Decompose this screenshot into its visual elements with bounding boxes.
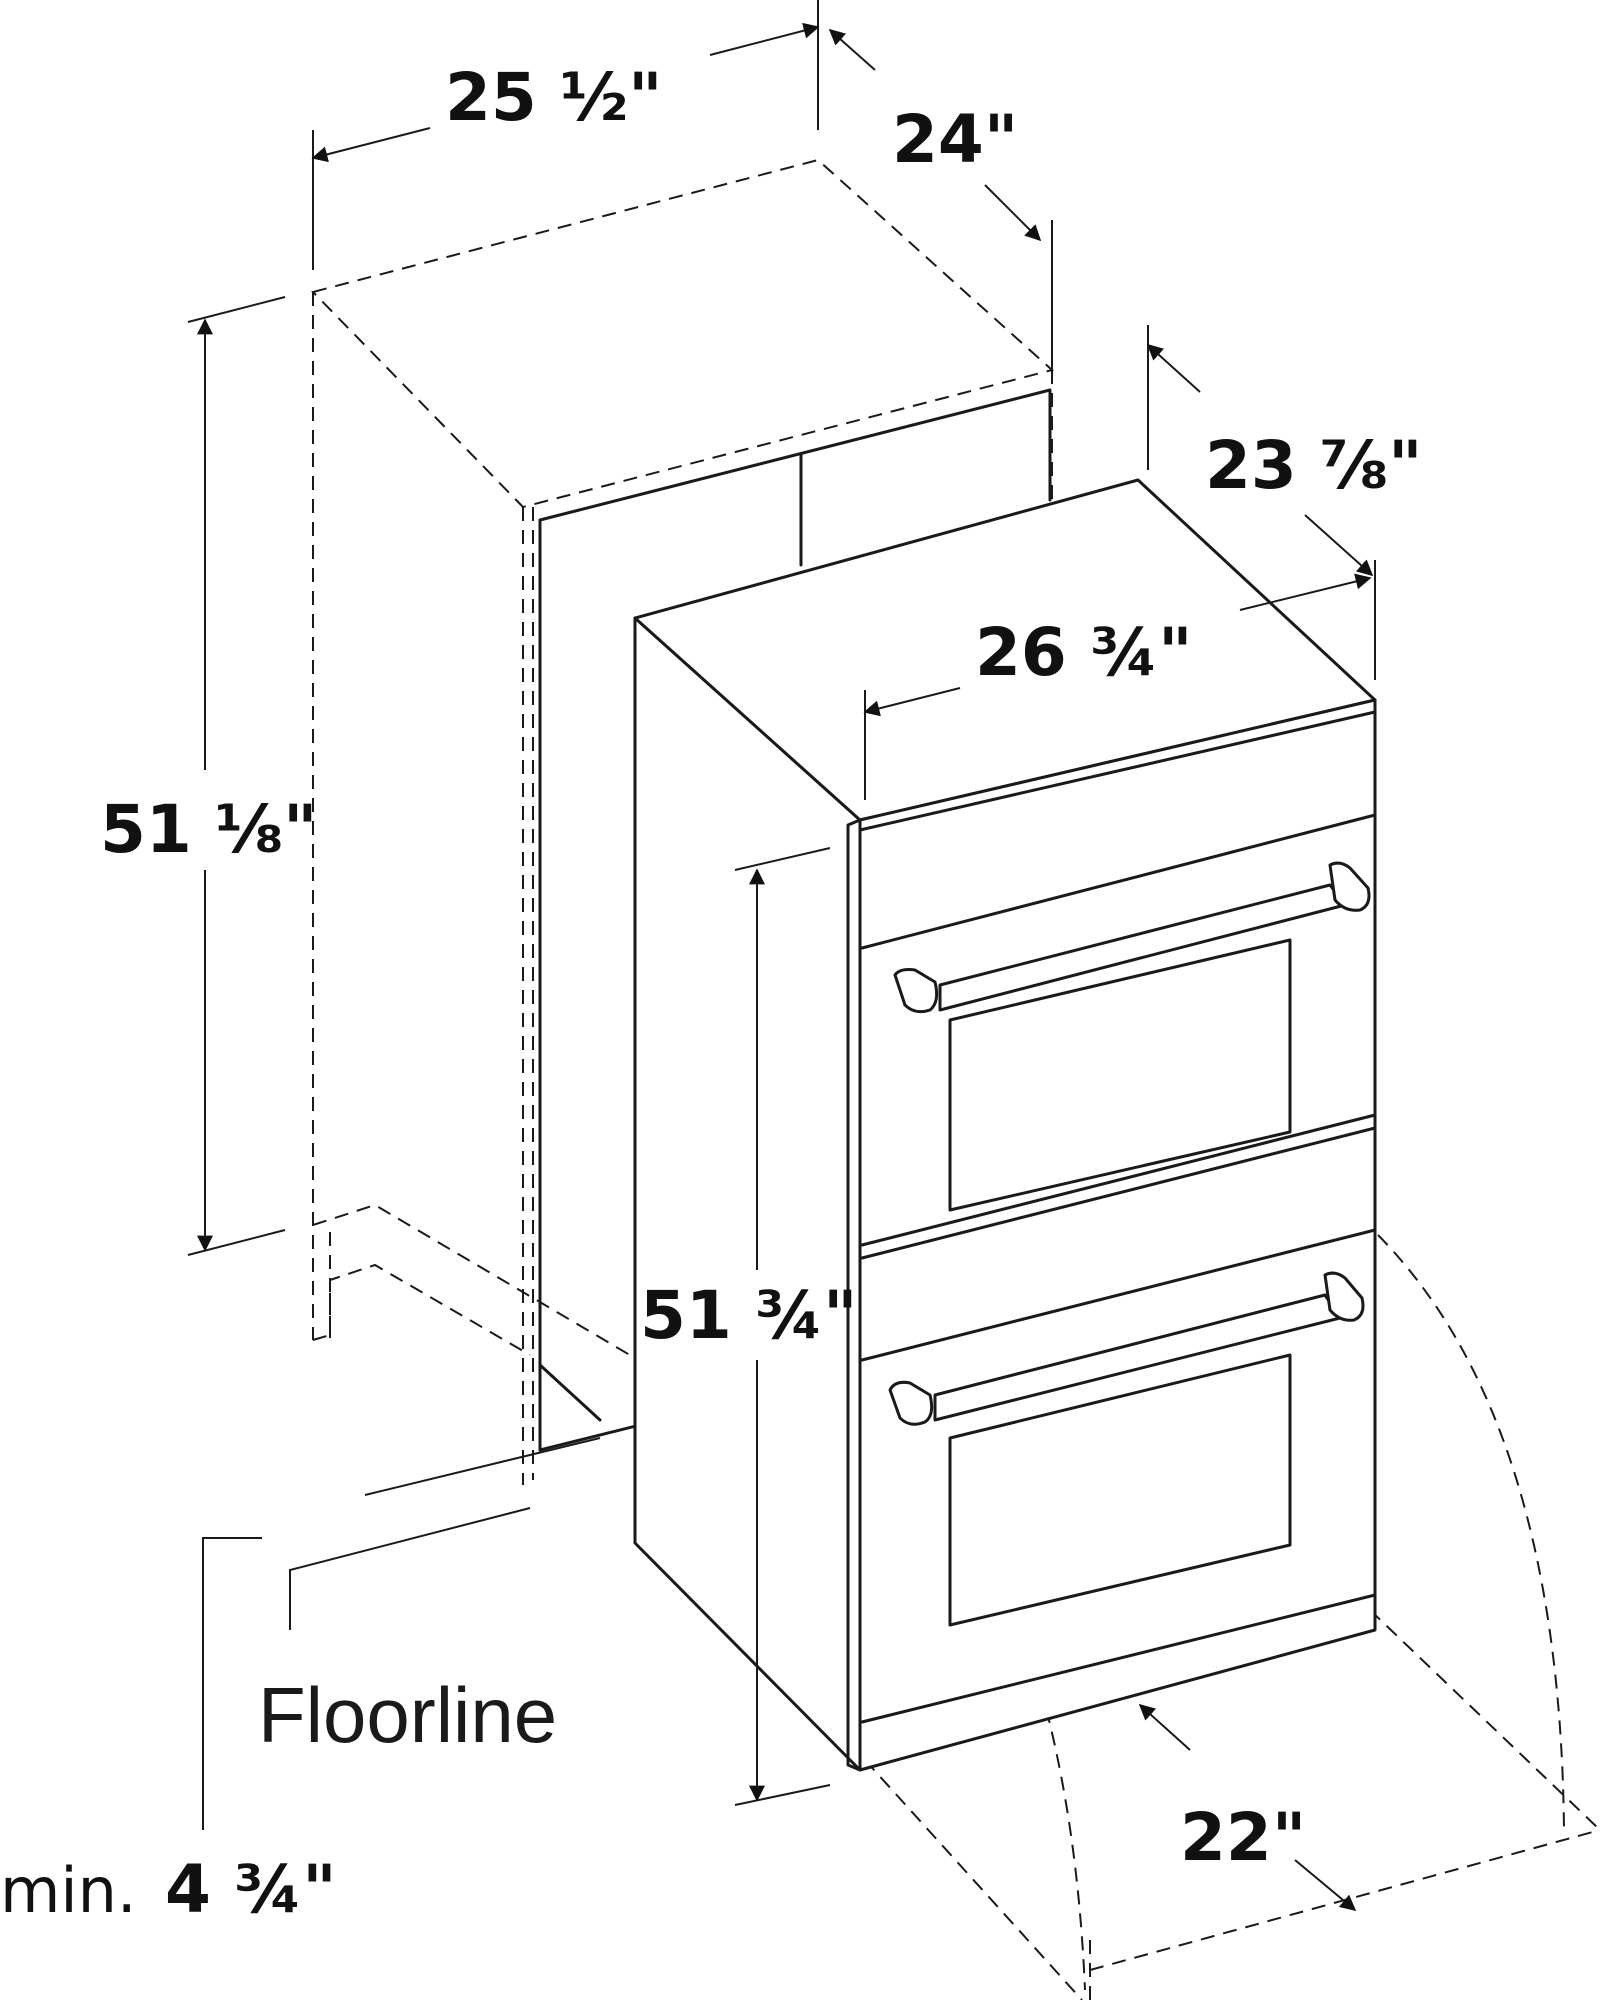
oven-height-label: 51 ¾" — [640, 1277, 858, 1354]
cutout-height-label: 51 ⅛" — [100, 791, 318, 868]
min-height-label: 4 ¾" — [165, 1851, 337, 1928]
cabinet-recess — [538, 388, 1052, 1452]
door-clearance-label: 22" — [1180, 1799, 1306, 1876]
dimension-lines — [187, 0, 1376, 1912]
cutout-depth-label: 24" — [892, 101, 1018, 178]
min-prefix-label: min. — [0, 1854, 137, 1927]
oven-depth-label: 23 ⅞" — [1205, 427, 1423, 504]
wall-oven — [633, 478, 1377, 1772]
floorline-label: Floorline — [258, 1671, 557, 1759]
oven-width-label: 26 ¾" — [975, 614, 1193, 691]
cutout-width-label: 25 ½" — [445, 59, 663, 136]
